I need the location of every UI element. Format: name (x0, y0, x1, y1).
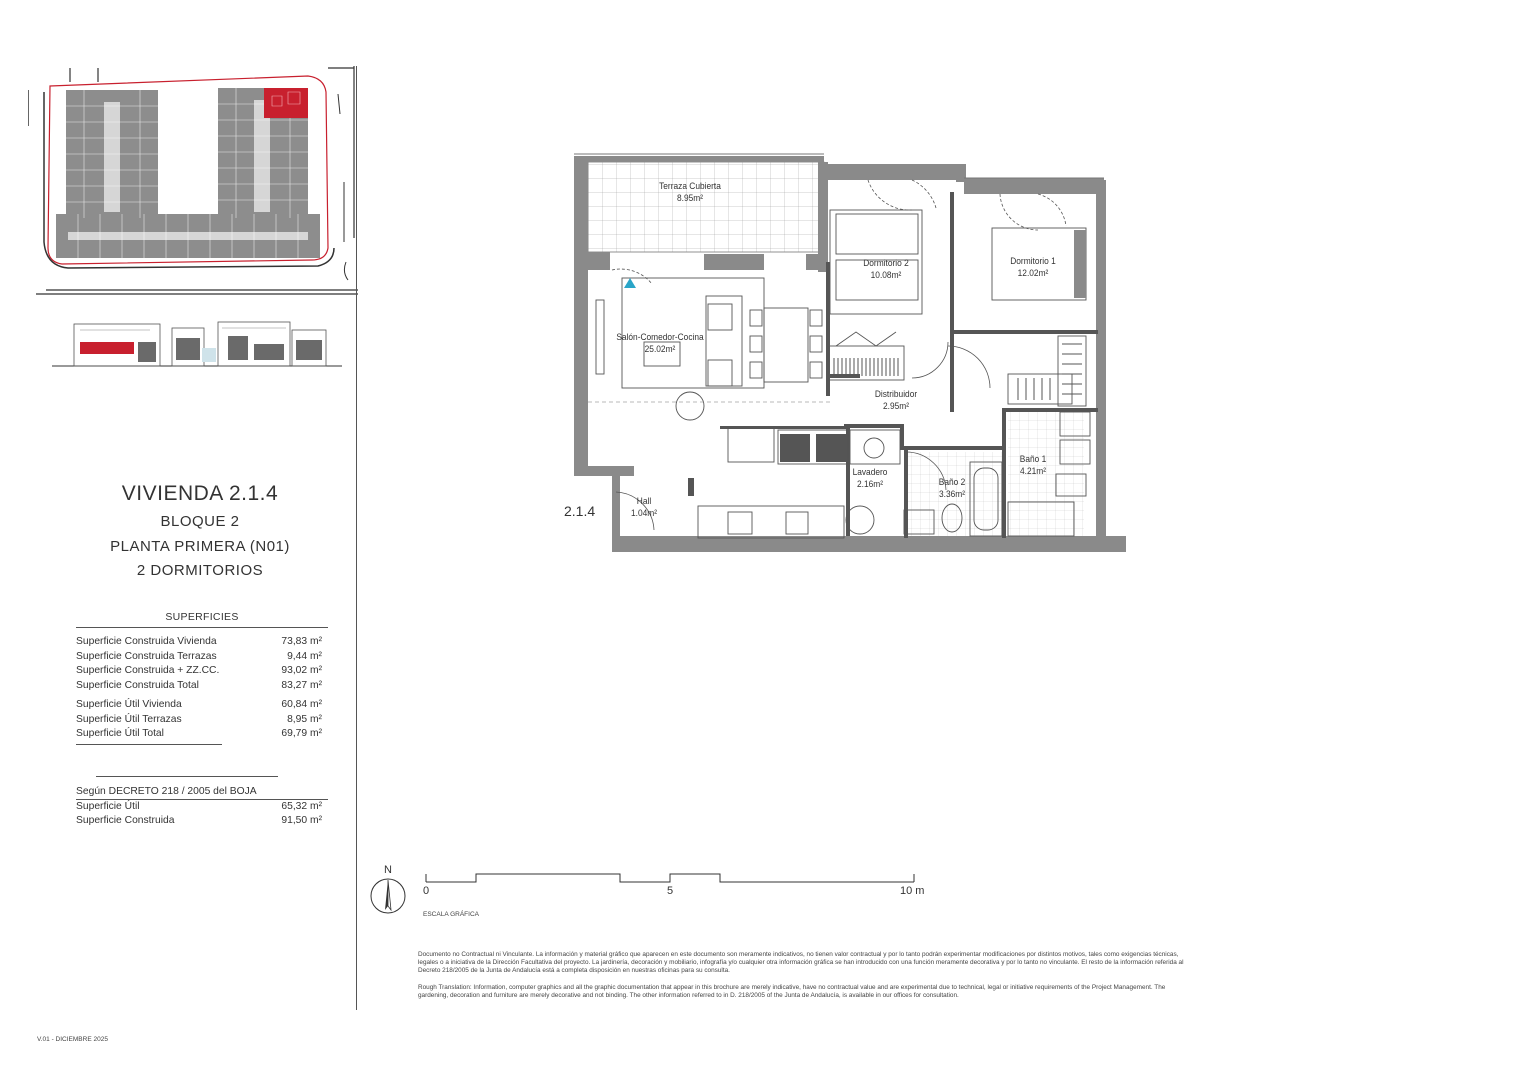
vertical-divider (356, 66, 357, 1010)
total-rule (76, 744, 222, 745)
entrance-marker-icon (624, 278, 636, 288)
section-rule (96, 776, 278, 777)
site-plan (28, 66, 358, 295)
highlighted-unit-elevation (80, 342, 134, 354)
bedrooms-label: 2 DORMITORIOS (136, 562, 264, 579)
disclaimer-en: Rough Translation: Information, computer… (418, 984, 1166, 1000)
scale-bar (425, 873, 915, 883)
decree-list: Según DECRETO 218 / 2005 del BOJA Superf… (76, 785, 322, 829)
building-elevation (52, 321, 342, 367)
surfaces-heading-rule (76, 627, 328, 628)
disclaimer-es: Documento no Contractual ni Vinculante. … (418, 951, 1184, 975)
version-label: V.01 - DICIEMBRE 2025 (37, 1036, 108, 1043)
scale-tick-0: 0 (423, 885, 430, 897)
decree-rule (76, 799, 328, 800)
floor-label: PLANTA PRIMERA (N01) (110, 538, 290, 555)
unit-title: VIVIENDA 2.1.4 (121, 482, 279, 505)
surface-row: Superficie Construida + ZZ.CC.93,02 m² (76, 665, 322, 677)
unit-id-label: 2.1.4 (564, 503, 596, 519)
scale-tick-5: 5 (667, 885, 674, 897)
north-label: N (384, 864, 392, 876)
terrace-floor (587, 161, 825, 253)
surfaces-heading: SUPERFICIES (165, 611, 239, 623)
block-label: BLOQUE 2 (160, 513, 240, 530)
floor-plan (574, 153, 1126, 552)
decree-heading: Según DECRETO 218 / 2005 del BOJA (76, 786, 257, 797)
north-arrow-icon (370, 878, 406, 914)
highlighted-unit-plan (264, 88, 308, 118)
scale-tick-10: 10 m (900, 885, 925, 897)
scale-caption: ESCALA GRÁFICA (423, 911, 479, 918)
